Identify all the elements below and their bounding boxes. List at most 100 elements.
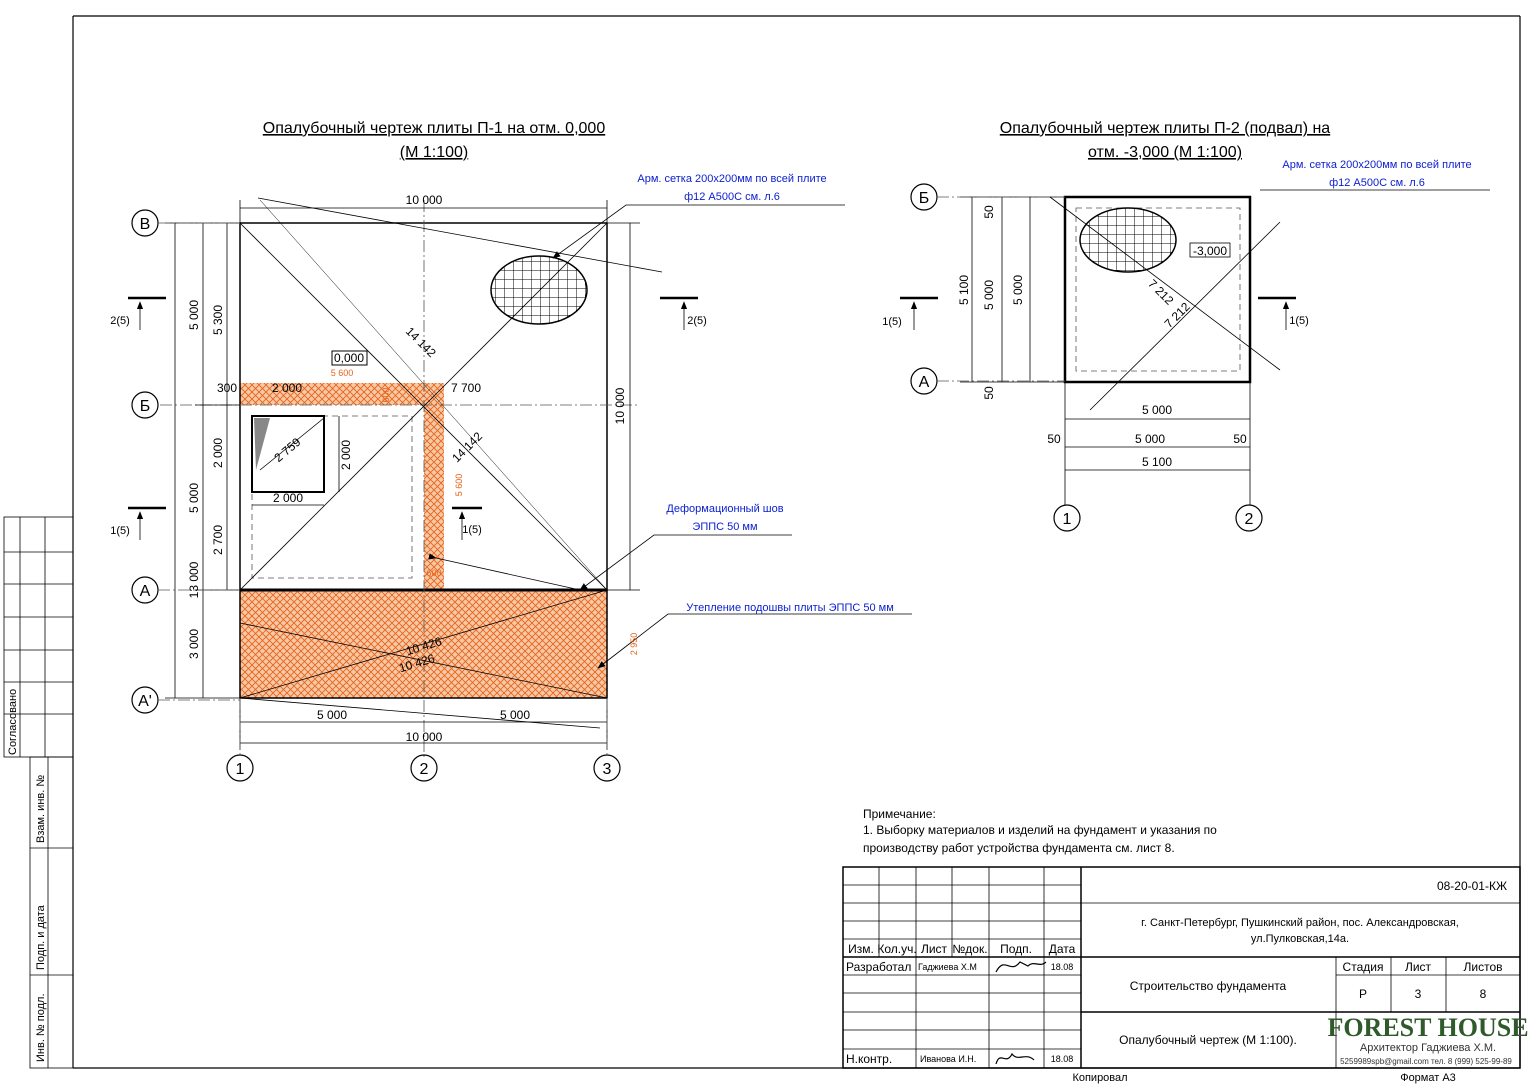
tb-format: Формат А3 — [1400, 1072, 1456, 1084]
side-agreed: Согласовано — [7, 689, 19, 755]
dim-left-mid: 5 000 — [187, 483, 201, 513]
plan2-left-5100: 5 100 — [957, 275, 971, 305]
side-inv: Инв. № подл. — [35, 993, 47, 1062]
tb-col-podp: Подп. — [1000, 942, 1032, 956]
tb-address2: ул.Пулковская,14а. — [1251, 933, 1349, 945]
plan1-mesh-note1: Арм. сетка 200х200мм по всей плите — [637, 173, 826, 185]
plan2-left-5000a: 5 000 — [982, 280, 996, 310]
note-line2: производству работ устройства фундамента… — [863, 841, 1175, 855]
tb-col-ndok: №док. — [952, 942, 987, 956]
axis-col-3: 3 — [603, 761, 612, 778]
tb-copied: Копировал — [1072, 1072, 1127, 1084]
axis-row-a-prime: А' — [138, 693, 152, 710]
plan1-title-line2: (М 1:100) — [400, 144, 468, 161]
plan2-section-left: 1(5) — [882, 316, 902, 328]
tb-row1-date: 18.08 — [1051, 962, 1074, 972]
plan1-col-axes: 1 2 3 — [226, 698, 621, 782]
signature-1 — [995, 961, 1047, 973]
tb-list: 3 — [1415, 987, 1422, 1001]
tb-row2-date: 18.08 — [1051, 1054, 1074, 1064]
plan2-level: -3,000 — [1193, 244, 1227, 258]
plan-1: Опалубочный чертеж плиты П-1 на отм. 0,0… — [110, 120, 912, 782]
tb-logo: FOREST HOUSE — [1327, 1013, 1528, 1042]
plan2-b3: 5 100 — [1142, 455, 1172, 469]
dim-o-5600a: 5 600 — [331, 368, 354, 378]
dim-bottom-left: 5 000 — [317, 708, 347, 722]
dim-o-600a: 600 — [381, 387, 391, 402]
axis-row-b: Б — [140, 398, 151, 415]
section-1-mid: 1(5) — [462, 524, 482, 536]
plan1-row-axes: В Б А А' — [131, 209, 240, 714]
plan1-mesh-note2: ф12 А500С см. л.6 — [684, 191, 780, 203]
plan2-left-5000b: 5 000 — [1011, 275, 1025, 305]
plan2-axis-row-a: А — [919, 374, 930, 391]
beam-horizontal — [240, 383, 444, 405]
plan2-b1: 5 000 — [1142, 403, 1172, 417]
tb-lists-hdr: Листов — [1464, 960, 1503, 974]
plan2-section-right: 1(5) — [1289, 315, 1309, 327]
tb-row1-role: Разработал — [846, 960, 911, 974]
tb-architect: Архитектор Гаджиева Х.М. — [1360, 1042, 1496, 1054]
beam-vertical — [424, 383, 444, 590]
dim-left2-top: 5 300 — [211, 305, 225, 335]
section-2-right: 2(5) — [687, 315, 707, 327]
axis-row-v: В — [140, 216, 151, 233]
plan1-section-marks: 2(5) 2(5) 1(5) 1(5) — [110, 296, 707, 540]
plan2-left-50b: 50 — [982, 386, 996, 400]
dim-left2-mid: 2 000 — [211, 438, 225, 468]
dim-top: 10 000 — [406, 193, 443, 207]
tb-col-data: Дата — [1049, 942, 1076, 956]
note-title: Примечание: — [863, 807, 936, 821]
dim-right: 10 000 — [613, 387, 627, 424]
tb-project: Строительство фундамента — [1130, 979, 1287, 993]
plan2-b2-m: 5 000 — [1135, 432, 1165, 446]
plan2-left-50a: 50 — [982, 205, 996, 219]
plan1-level: 0,000 — [334, 351, 364, 365]
note: Примечание: 1. Выборку материалов и изде… — [863, 807, 1217, 855]
plan2-mesh-note2: ф12 А500С см. л.6 — [1329, 177, 1425, 189]
axis-row-a: А — [140, 583, 151, 600]
tb-col-izm: Изм. — [848, 942, 874, 956]
plan2-b2-l: 50 — [1047, 432, 1061, 446]
section-1-left: 1(5) — [110, 525, 130, 537]
plan1-joint-note2: ЭППС 50 мм — [692, 521, 757, 533]
tb-row2-name: Иванова И.Н. — [920, 1054, 976, 1064]
dim-beam-w: 2 000 — [272, 381, 302, 395]
dim-diag1: 14 142 — [403, 324, 439, 360]
tb-sheet-title: Опалубочный чертеж (М 1:100). — [1119, 1033, 1297, 1047]
note-line1: 1. Выборку материалов и изделий на фунда… — [863, 823, 1217, 837]
dim-left-total: 13 000 — [187, 561, 201, 598]
side-stamp: Согласовано Взам. инв. № Подп. и дата Ин… — [3, 516, 74, 1069]
dim-left-upper: 5 000 — [187, 300, 201, 330]
tb-col-list: Лист — [921, 942, 948, 956]
plan-2: Опалубочный чертеж плиты П-2 (подвал) на… — [882, 120, 1490, 532]
signature-2 — [995, 1052, 1035, 1065]
tb-contacts: 5259989spb@gmail.com тел. 8 (999) 525-99… — [1340, 1057, 1512, 1066]
plan2-slab — [1063, 195, 1252, 384]
tb-address1: г. Санкт-Петербург, Пушкинский район, по… — [1141, 917, 1459, 929]
plan2-diag1: 7 212 — [1145, 277, 1176, 308]
plan1-joint-note1: Деформационный шов — [666, 503, 783, 515]
tb-stage: Р — [1359, 987, 1367, 1001]
dim-beam-left: 300 — [217, 381, 237, 395]
dim-o-600b: 600 — [426, 568, 441, 578]
tb-lists: 8 — [1480, 987, 1487, 1001]
dim-left-low: 3 000 — [187, 629, 201, 659]
title-block: 08-20-01-КЖ г. Санкт-Петербург, Пушкинск… — [842, 866, 1529, 1084]
dim-o-2950: 2 950 — [629, 633, 639, 656]
plan2-axis-col-1: 1 — [1063, 511, 1072, 528]
plan2-axis-col-2: 2 — [1245, 511, 1254, 528]
dim-bottom-total: 10 000 — [406, 730, 443, 744]
tb-code: 08-20-01-КЖ — [1437, 879, 1507, 893]
plan2-title-line1: Опалубочный чертеж плиты П-2 (подвал) на — [1000, 120, 1331, 137]
plan2-title-line2: отм. -3,000 (М 1:100) — [1088, 144, 1242, 161]
dim-bottom-right: 5 000 — [500, 708, 530, 722]
plan1-insul-note: Утепление подошвы плиты ЭППС 50 мм — [686, 602, 894, 614]
plan2-b2-r: 50 — [1233, 432, 1247, 446]
dim-o-5600b: 5 600 — [454, 474, 464, 497]
side-vzam: Взам. инв. № — [35, 775, 47, 843]
tb-row1-name: Гаджиева Х.М — [918, 962, 977, 972]
dim-beam-len: 7 700 — [451, 381, 481, 395]
tb-row2-role: Н.контр. — [846, 1052, 892, 1066]
